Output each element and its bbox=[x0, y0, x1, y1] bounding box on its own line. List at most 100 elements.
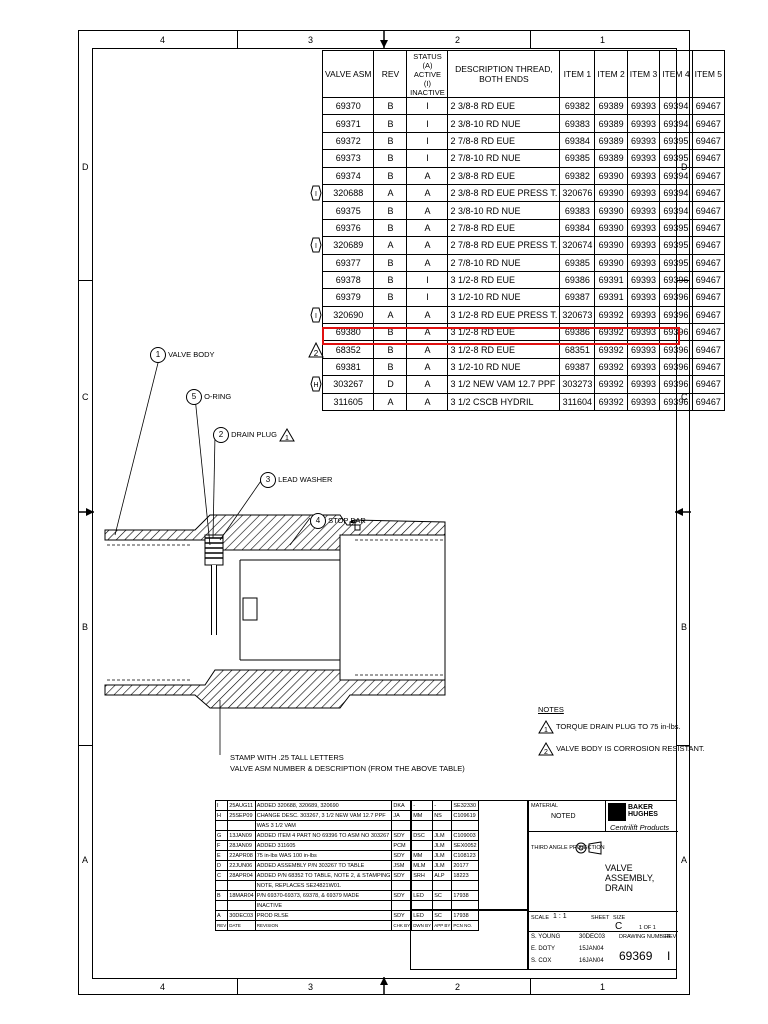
revision-cell bbox=[227, 900, 256, 911]
table-cell: 69376 bbox=[321, 218, 375, 238]
table-cell: 69392 bbox=[594, 392, 628, 412]
revision-marker: I bbox=[310, 237, 322, 258]
highlighted-row-box bbox=[322, 327, 680, 345]
table-cell: 69391 bbox=[594, 270, 628, 290]
table-cell: 69467 bbox=[691, 392, 726, 412]
zone-top-3: 3 bbox=[308, 35, 314, 45]
revision-cell: 13JAN09 bbox=[227, 830, 256, 841]
note-triangle-icon: 1 bbox=[538, 720, 554, 734]
revision-cell: JA bbox=[391, 810, 413, 821]
revision-footer-cell: REVISION bbox=[254, 920, 393, 931]
callout-label-o-ring: O-RING bbox=[204, 392, 232, 401]
table-cell: 69394 bbox=[659, 166, 693, 185]
table-cell: 69394 bbox=[659, 201, 693, 220]
table-cell: 69467 bbox=[691, 236, 726, 255]
table-cell: 69370 bbox=[321, 96, 375, 116]
sheet-value: 1 OF 1 bbox=[639, 925, 656, 931]
table-cell: B bbox=[373, 131, 408, 151]
table-cell: 2 7/8-8 RD EUE PRESS T. bbox=[447, 236, 561, 255]
revision-row: INACTIVE bbox=[214, 900, 479, 911]
table-cell: A bbox=[406, 183, 449, 203]
callout-balloon-3: 3 bbox=[260, 472, 276, 488]
table-cell: 2 3/8-8 RD EUE bbox=[447, 166, 561, 185]
table-cell: I bbox=[406, 96, 449, 116]
table-cell: 2 7/8-8 RD EUE bbox=[447, 218, 561, 238]
table-cell: 69390 bbox=[594, 236, 628, 255]
revision-cell: CHANGE DESC. 303267, 3 1/2 NEW VAM 12.7 … bbox=[254, 810, 393, 821]
svg-text:2: 2 bbox=[544, 749, 548, 756]
col-header-rev: REV bbox=[373, 50, 408, 98]
col-header-valve-asm: VALVE ASM bbox=[321, 50, 375, 98]
revision-cell: JSM bbox=[391, 860, 413, 871]
revision-cell: ADDED ASSEMBLY P/N 303267 TO TABLE bbox=[254, 860, 393, 871]
revision-cell: ADDED 311605 bbox=[254, 840, 393, 851]
division-name: Centrilift Products bbox=[610, 823, 670, 832]
svg-text:2: 2 bbox=[314, 349, 319, 358]
revision-cell bbox=[391, 820, 413, 831]
table-cell: B bbox=[373, 270, 408, 290]
company-logo-text: BAKER HUGHES bbox=[628, 804, 658, 818]
table-cell: B bbox=[373, 166, 408, 185]
table-cell: I bbox=[406, 114, 449, 133]
table-cell: 3 1/2-8 RD EUE PRESS T. bbox=[447, 305, 561, 325]
table-cell: A bbox=[373, 236, 408, 255]
table-cell: 69467 bbox=[691, 201, 726, 220]
revision-cell: B bbox=[214, 890, 229, 901]
table-cell: 69467 bbox=[691, 253, 726, 272]
revision-footer-cell: DATE bbox=[227, 920, 256, 931]
zone-right-b: B bbox=[681, 622, 688, 632]
callout-stop-bar: 4 STOP BAR bbox=[310, 513, 366, 529]
table-cell: 69393 bbox=[626, 149, 661, 168]
confidential-notice-block bbox=[410, 910, 528, 970]
table-cell: 69467 bbox=[691, 357, 726, 377]
table-cell: 69393 bbox=[626, 375, 661, 394]
table-cell: 69393 bbox=[626, 253, 661, 272]
revision-cell bbox=[227, 820, 256, 831]
revision-cell: 75 in-lbs WAS 100 in-lbs bbox=[254, 850, 393, 861]
table-cell: B bbox=[373, 96, 408, 116]
drawing-number: 69369 bbox=[619, 949, 653, 963]
table-cell: B bbox=[373, 201, 408, 220]
col-header-item-5: ITEM 5 bbox=[691, 50, 726, 98]
table-cell: 69389 bbox=[594, 131, 628, 151]
table-cell: 2 3/8-10 RD NUE bbox=[447, 114, 561, 133]
callout-balloon-4: 4 bbox=[310, 513, 326, 529]
svg-text:H: H bbox=[313, 382, 318, 389]
table-cell: 69393 bbox=[626, 270, 661, 290]
revision-cell: D bbox=[214, 860, 229, 871]
revision-cell: F bbox=[214, 840, 229, 851]
revision-cell: WAS 3 1/2 VAM bbox=[254, 820, 393, 831]
zone-left-c: C bbox=[82, 392, 89, 402]
third-angle-projection-icon bbox=[575, 841, 602, 855]
table-cell: 69396 bbox=[659, 270, 693, 290]
table-cell: I bbox=[406, 288, 449, 307]
table-cell: 311605 bbox=[321, 392, 375, 412]
revision-cell: SDY bbox=[391, 870, 413, 881]
revision-cell: NOTE, REPLACES SE24821W01. bbox=[254, 880, 393, 891]
table-cell: A bbox=[406, 166, 449, 185]
revision-cell: 18MAR04 bbox=[227, 890, 256, 901]
center-arrow-right-icon bbox=[675, 508, 691, 516]
table-cell: 320690 bbox=[321, 305, 375, 325]
revision-marker: 2 bbox=[308, 341, 324, 363]
table-cell: I bbox=[406, 149, 449, 168]
zone-bottom-1: 1 bbox=[600, 982, 606, 992]
zone-left-d: D bbox=[82, 162, 89, 172]
zone-bottom-3: 3 bbox=[308, 982, 314, 992]
revision-cell: C bbox=[214, 870, 229, 881]
revision-cell: SDY bbox=[391, 830, 413, 841]
zone-top-4: 4 bbox=[160, 35, 166, 45]
table-cell: B bbox=[373, 288, 408, 307]
notes-title: NOTES bbox=[538, 705, 564, 714]
zone-bottom-4: 4 bbox=[160, 982, 166, 992]
col-header-item-3: ITEM 3 bbox=[626, 50, 661, 98]
